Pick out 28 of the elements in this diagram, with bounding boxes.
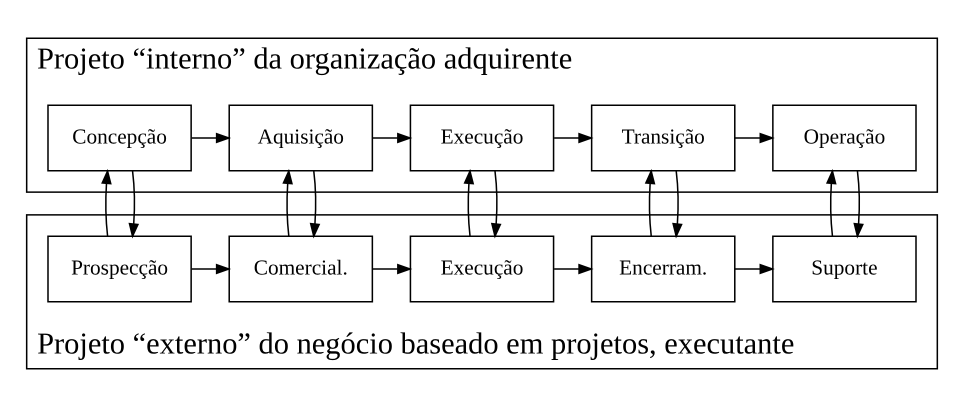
arrow (490, 170, 502, 238)
arrow (644, 168, 656, 236)
arrow (672, 170, 683, 238)
node-box: Concepção (47, 104, 192, 172)
arrow (554, 263, 594, 274)
arrow (101, 168, 112, 236)
node-box: Prospecção (47, 234, 192, 302)
node-box: Encerram. (590, 234, 736, 302)
arrow (310, 170, 320, 238)
arrow (735, 132, 775, 143)
node-box: Operação (772, 104, 917, 172)
arrow (192, 132, 232, 143)
arrow (853, 170, 864, 238)
arrow (826, 168, 837, 236)
node-box: Aquisição (228, 104, 374, 172)
arrow (128, 170, 140, 238)
arrow (282, 168, 293, 236)
arrow (735, 263, 775, 274)
node-box: Transição (590, 104, 736, 172)
node-box: Suporte (772, 234, 917, 302)
node-box: Execução (410, 234, 554, 302)
node-box: Comercial. (228, 234, 374, 302)
arrow (372, 132, 412, 143)
arrow (372, 263, 412, 274)
arrow (554, 132, 594, 143)
arrow (464, 168, 474, 236)
arrow (192, 263, 232, 274)
node-box: Execução (410, 104, 554, 172)
